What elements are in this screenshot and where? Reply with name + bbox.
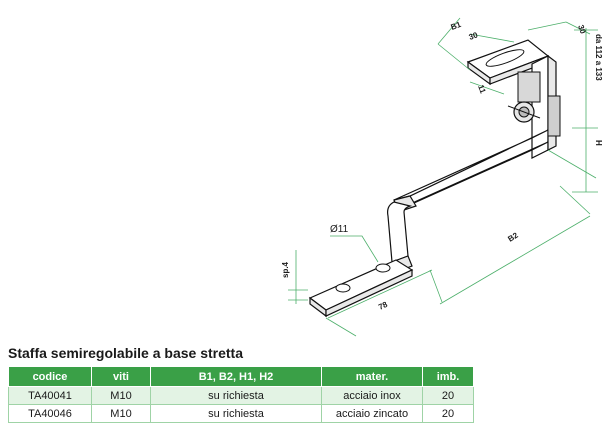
cell-viti: M10	[91, 404, 151, 423]
table-row: TA40041 M10 su richiesta acciaio inox 20	[8, 386, 474, 405]
cell-codice: TA40041	[8, 386, 92, 405]
cell-imballo: 20	[422, 404, 474, 423]
dim-b2: B2	[506, 230, 520, 243]
cell-dimensions: su richiesta	[150, 386, 322, 405]
dimension-lines	[288, 17, 598, 337]
dim-h: H	[594, 140, 603, 146]
cell-viti: M10	[91, 386, 151, 405]
table-row: TA40046 M10 su richiesta acciaio zincato…	[8, 404, 474, 423]
dim-top-30b: 30	[576, 24, 588, 36]
cell-materiale: acciaio zincato	[321, 404, 423, 423]
header-imballo: imb.	[422, 366, 474, 387]
dim-top-30a: 30	[468, 30, 480, 42]
product-title: Staffa semiregolabile a base stretta	[8, 345, 243, 361]
header-viti: viti	[91, 366, 151, 387]
spec-header-row: codice viti B1, B2, H1, H2 mater. imb.	[8, 366, 474, 387]
dim-h1: da 112 a 133	[594, 34, 603, 81]
header-codice: codice	[8, 366, 92, 387]
cell-imballo: 20	[422, 386, 474, 405]
header-dimensions: B1, B2, H1, H2	[150, 366, 322, 387]
dim-sp: sp.4	[281, 261, 290, 278]
cell-materiale: acciaio inox	[321, 386, 423, 405]
dim-len78: 78	[377, 300, 389, 312]
dim-phi11: Ø11	[330, 224, 349, 235]
spec-table: codice viti B1, B2, H1, H2 mater. imb. T…	[8, 366, 474, 423]
header-materiale: mater.	[321, 366, 423, 387]
dim-w11: 11	[476, 84, 488, 96]
bracket-technical-drawing: B1 30 30 da 112 a 133 H 11 Ø11 B2 sp.4 7…	[281, 17, 603, 337]
dim-b1: B1	[450, 20, 463, 32]
cell-dimensions: su richiesta	[150, 404, 322, 423]
bottom-foot	[308, 259, 414, 318]
main-strap	[387, 129, 549, 273]
cell-codice: TA40046	[8, 404, 92, 423]
